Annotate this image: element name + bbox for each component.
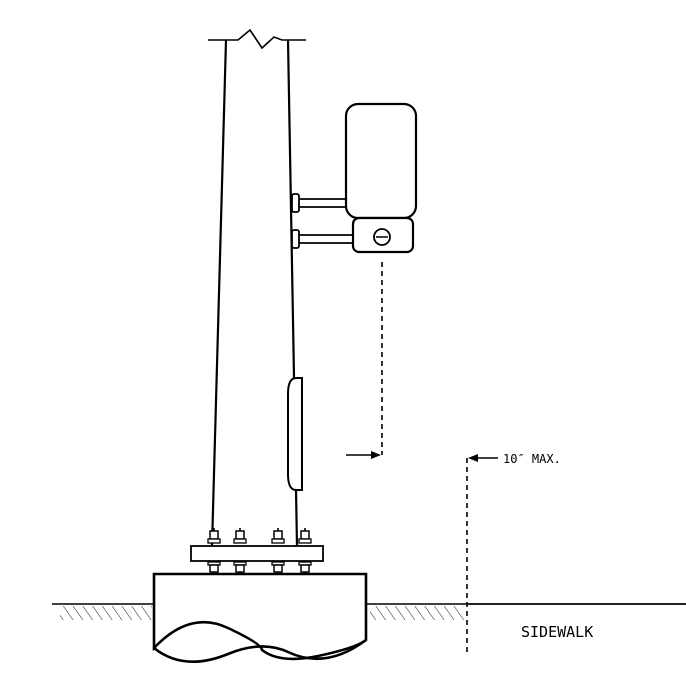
base-plate: [190, 545, 324, 562]
dimension-label: 10″ MAX.: [503, 452, 561, 466]
sidewalk-label: SIDEWALK: [521, 623, 593, 641]
foundation-break-curve: [153, 638, 367, 663]
signal-housing: [344, 102, 418, 220]
dimension-arrow-right: [468, 454, 498, 462]
anchor-bolt: [298, 528, 312, 575]
ground: [52, 603, 686, 620]
dimension-arrow-left: [346, 451, 381, 459]
handhole-cover: [287, 377, 303, 491]
foundation: [152, 572, 368, 661]
anchor-bolt: [233, 528, 247, 575]
bracket-plate-upper: [291, 193, 300, 213]
bracket-plate-lower: [291, 229, 300, 249]
signal-head: [344, 102, 418, 254]
mounting-bracket: [291, 193, 354, 249]
soil-hatch-right: [370, 606, 464, 620]
anchor-bolt: [271, 528, 285, 575]
anchor-bolt: [207, 528, 221, 575]
soil-hatch-left: [60, 606, 152, 620]
base-plate-assembly: [190, 545, 324, 562]
pole-break-line: [208, 28, 306, 50]
pole-left-edge: [210, 39, 228, 547]
anchor-bolts: [207, 528, 312, 575]
